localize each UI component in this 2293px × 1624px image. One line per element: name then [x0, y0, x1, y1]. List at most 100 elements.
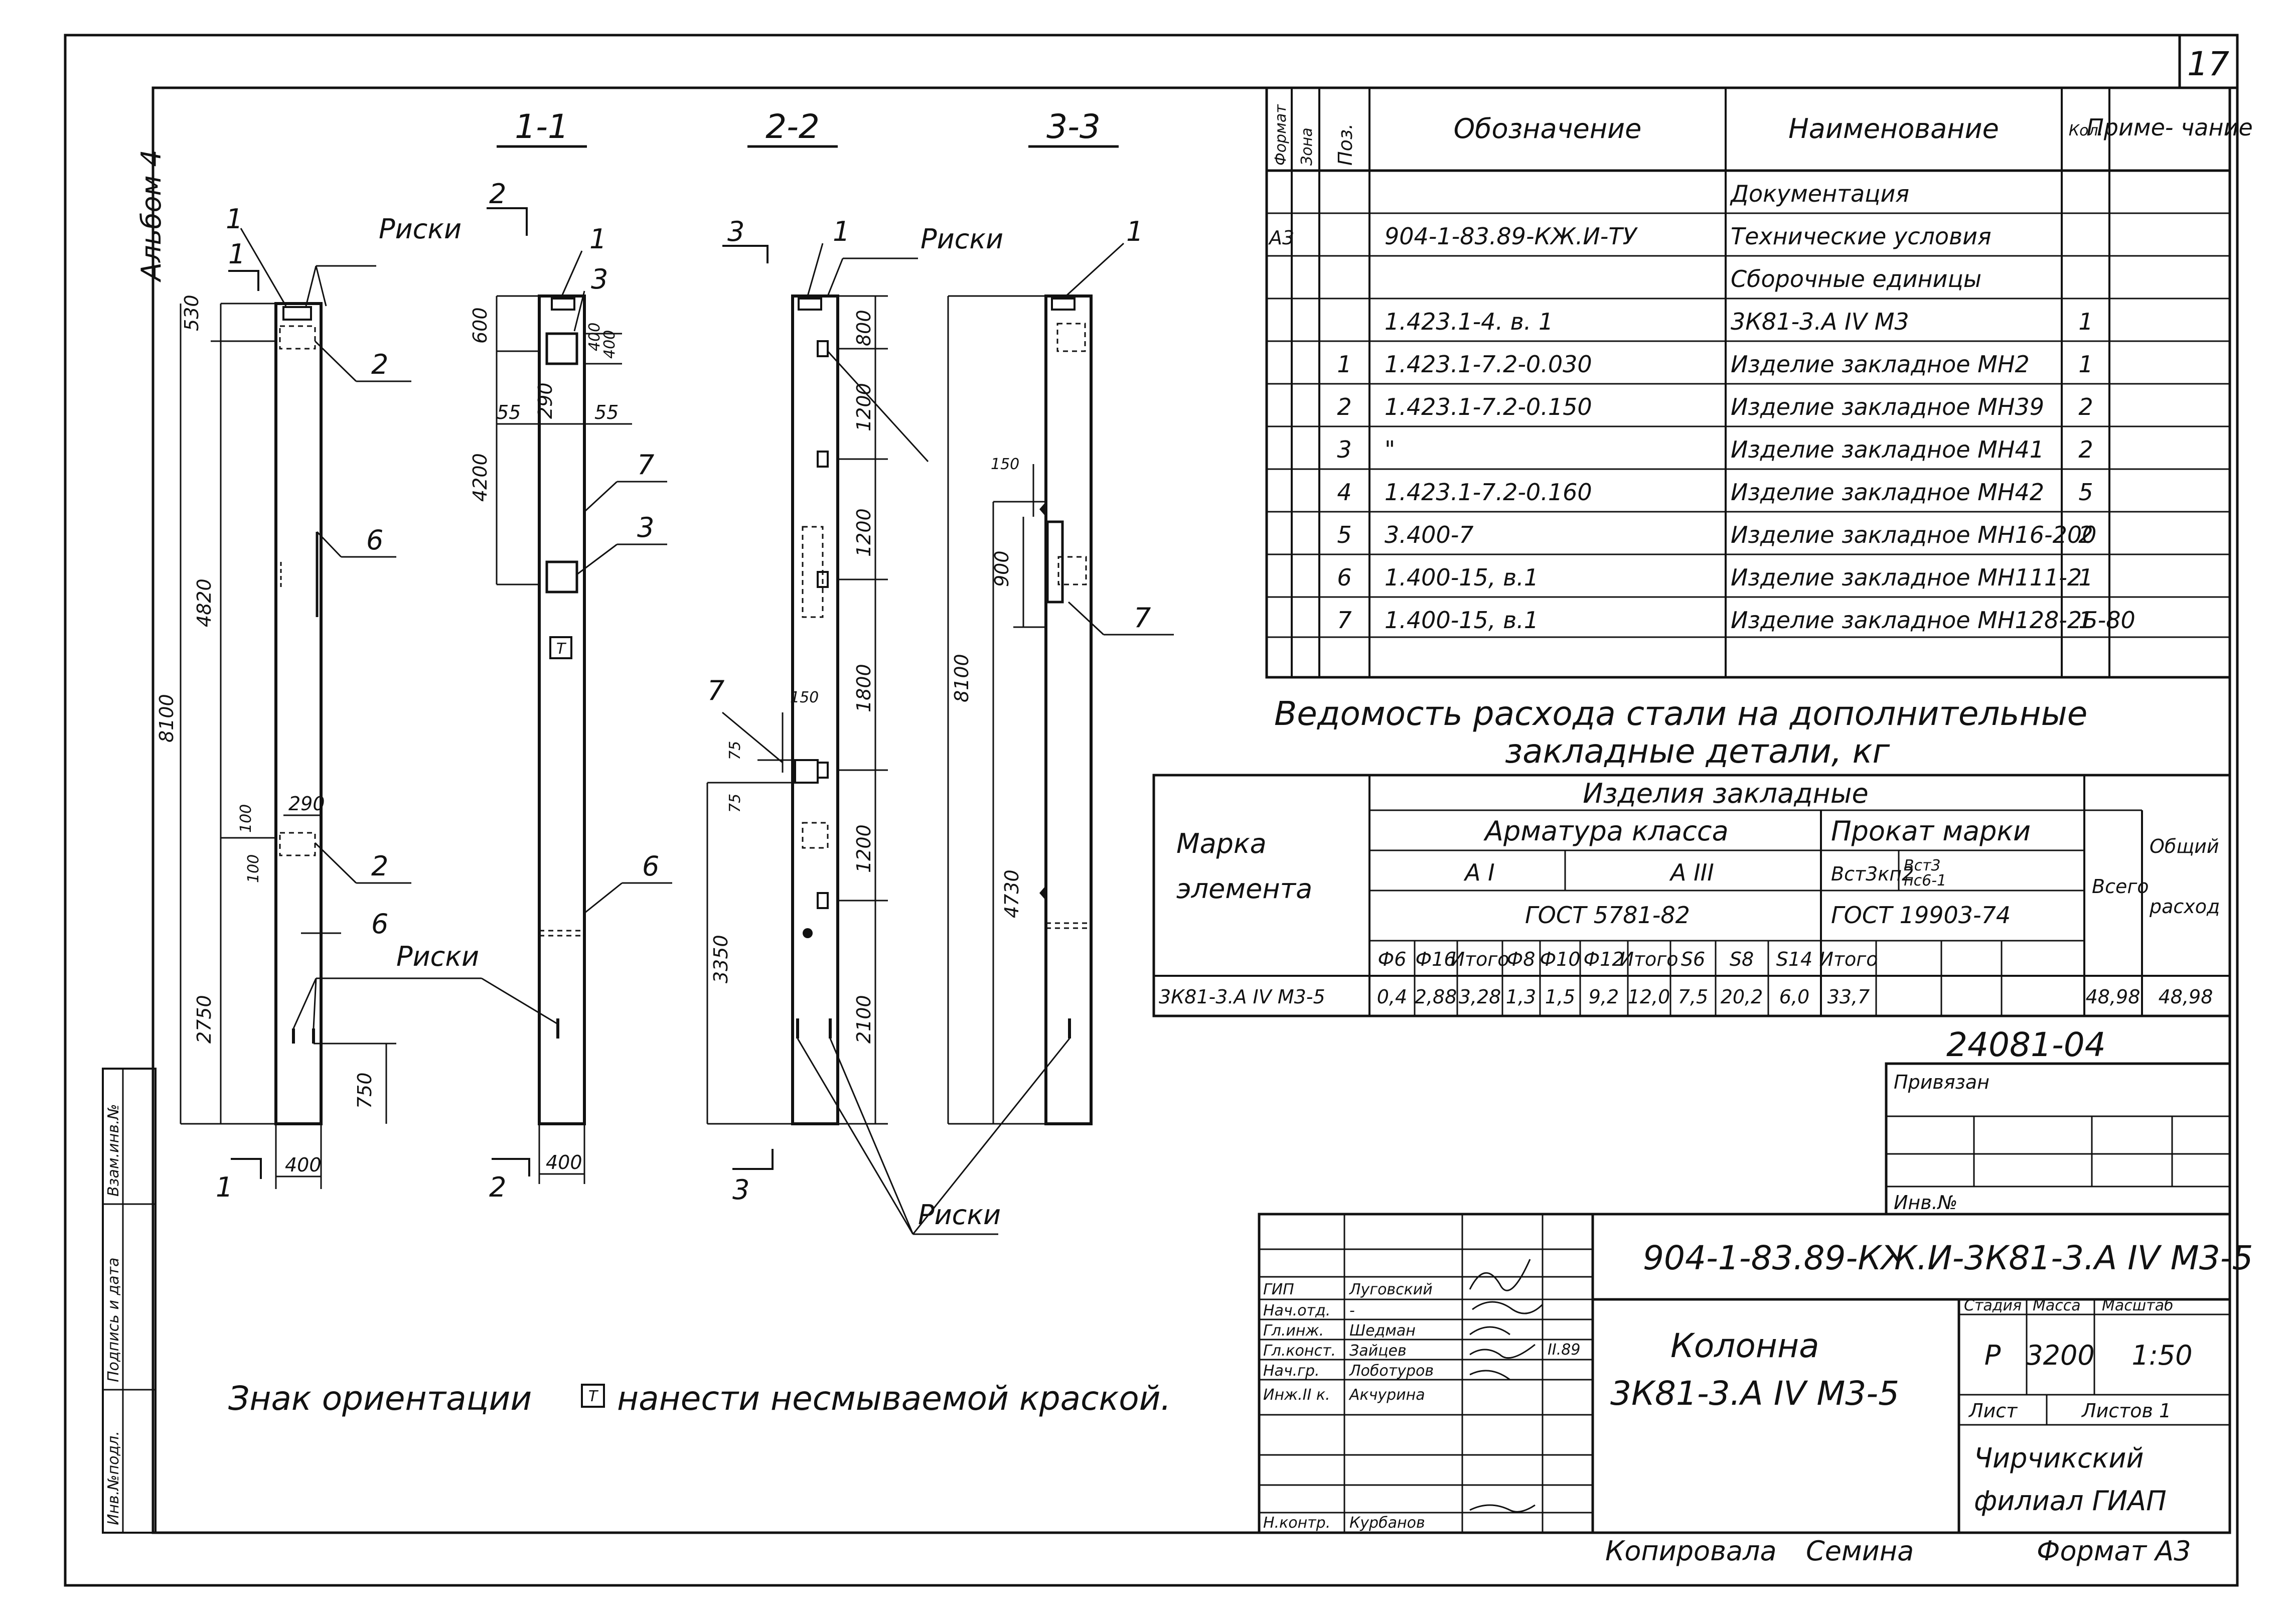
section-mark-1-top: 1 [228, 238, 245, 270]
risks-label-c3-bottom: Риски [918, 1199, 1001, 1231]
dim-1200b: 1200 [853, 508, 875, 557]
sheet-number-box: 17 [2178, 34, 2239, 89]
embed-dot [803, 928, 813, 938]
signature-2 [1469, 1326, 1536, 1381]
dim-55b: 55 [594, 401, 619, 423]
steel-mark-head-1: Марка [1176, 828, 1267, 859]
title-name-1: Колонна [1670, 1326, 1819, 1365]
marker-3-c2-top: 3 [591, 263, 608, 295]
dim-150-c3b: 150 [991, 456, 1019, 473]
steel-col-head: Итого [1619, 948, 1678, 970]
steel-value-cell: 0,4 [1377, 986, 1407, 1008]
title-org-1: Чирчикский [1974, 1442, 2144, 1474]
spec-cell-name: Изделие закладное МН16-200 [1731, 521, 2096, 548]
steel-col-head: S6 [1681, 948, 1705, 970]
spec-cell-name: 3К81-3.А IV М3 [1731, 308, 1909, 335]
spec-head-zone: Зона [1298, 127, 1316, 166]
spec-cell-name: Сборочные единицы [1731, 265, 1981, 292]
steel-value-cell: 2,88 [1415, 986, 1457, 1008]
marker-1-c3b: 1 [1126, 216, 1143, 247]
steel-title-2: закладные детали, кг [1505, 732, 1890, 771]
steel-value-cell: 33,7 [1827, 986, 1870, 1008]
staff-role: Н.контр. [1263, 1514, 1330, 1532]
dim-3350: 3350 [710, 935, 732, 983]
spec-cell-qty: 1 [2078, 351, 2093, 378]
spec-cell-name: Изделие закладное МН128-2Б-80 [1731, 607, 2135, 634]
section-mark-2-top: 2 [489, 178, 506, 210]
steel-col-head: Итого [1450, 948, 1509, 970]
dim-400-c1: 400 [285, 1154, 322, 1176]
dim-150-c3: 150 [790, 689, 819, 706]
title-lists: Листов 1 [2081, 1400, 2171, 1422]
steel-col-head: S14 [1776, 948, 1812, 970]
spec-cell-designation: 1.423.1-7.2-0.160 [1385, 479, 1592, 506]
risks-label-c3-top: Риски [921, 223, 1003, 255]
dim-1800: 1800 [853, 664, 875, 712]
spec-cell-pos: 2 [1337, 393, 1351, 420]
steel-izd-head: Изделия закладные [1583, 778, 1868, 809]
title-org-2: филиал ГИАП [1974, 1485, 2167, 1517]
spec-cell-qty: 5 [2078, 479, 2093, 506]
staff-name: Зайцев [1349, 1342, 1407, 1360]
steel-common-head-2: расход [2149, 896, 2220, 918]
spec-cell-qty: 2 [2078, 436, 2093, 463]
steel-value-cell: 48,98 [2159, 986, 2213, 1008]
dim-800: 800 [853, 310, 875, 346]
spec-cell-name: Технические условия [1731, 223, 1992, 250]
dim-400-c2: 400 [546, 1151, 582, 1173]
spec-cell-designation: 1.423.1-7.2-0.030 [1385, 351, 1592, 378]
staff-role: ГИП [1263, 1281, 1294, 1298]
marker-5-c2: 6 [642, 850, 659, 882]
spec-head-format: Формат [1272, 104, 1290, 166]
title-mass: 3200 [2026, 1340, 2094, 1371]
staff-name: Луговский [1349, 1281, 1433, 1298]
title-code: 904-1-83.89-КЖ.И-3К81-3.А IV М3-5 [1643, 1239, 2253, 1277]
dim-100a: 100 [237, 804, 255, 833]
title-stage-head: Стадия [1964, 1297, 2022, 1314]
steel-gost2: ГОСТ 19903-74 [1831, 902, 2011, 929]
steel-vst: Вст3кп2 [1831, 863, 1914, 885]
signature-3 [1469, 1504, 1536, 1513]
side-label-vzam: Взам.инв.№ [105, 1104, 122, 1197]
title-scale: 1:50 [2131, 1340, 2192, 1371]
steel-total-head: Всего [2092, 875, 2149, 898]
staff-role: Нач.гр. [1263, 1362, 1320, 1380]
spec-cell-designation: 1.423.1-4. в. 1 [1385, 308, 1553, 335]
spec-cell-pos: 5 [1337, 521, 1351, 548]
steel-mark-head-2: элемента [1176, 873, 1312, 905]
risks-label-c1-bottom: Риски [396, 941, 479, 972]
orientation-mark-c2: Т [556, 640, 567, 658]
spec-cell-format: А3 [1268, 227, 1294, 249]
footer-copier: Семина [1806, 1535, 1914, 1567]
section-mark-3-bottom: 3 [732, 1174, 749, 1206]
column-view-2: Т 2 2 600 4200 400 400 55 290 55 400 1 3 [469, 178, 672, 1203]
steel-value-cell: 6,0 [1779, 986, 1809, 1008]
inv-label: Инв.№ [1894, 1192, 1957, 1214]
spec-cell-pos: 6 [1337, 564, 1351, 591]
footer-copied: Копировала [1605, 1535, 1777, 1567]
side-stamp: Взам.инв.№ Подпись и дата Инв.№подл. [102, 1068, 157, 1534]
steel-value-cell: 3,28 [1459, 986, 1501, 1008]
spec-cell-name: Изделие закладное МН2 [1731, 351, 2030, 378]
staff-role: Гл.инж. [1263, 1322, 1324, 1340]
spec-cell-name: Документация [1730, 180, 1909, 207]
steel-value-cell: 7,5 [1678, 986, 1708, 1008]
steel-value-cell: 48,98 [2086, 986, 2141, 1008]
marker-1-c1: 1 [226, 203, 243, 235]
spec-cell-pos: 3 [1337, 436, 1351, 463]
column-view-3b: 8100 4730 150 900 1 7 Риски [797, 216, 1174, 1235]
spec-cell-designation: " [1385, 436, 1395, 463]
steel-value-cell: 12,0 [1628, 986, 1670, 1008]
title-list: Лист [1968, 1400, 2018, 1422]
dim-4820: 4820 [193, 578, 215, 627]
steel-gost1: ГОСТ 5781-82 [1525, 902, 1690, 929]
spec-table: Формат Зона Поз. Обозначение Наименовани… [1265, 86, 2253, 679]
dim-8100-c3: 8100 [951, 654, 973, 702]
steel-col-head: Ф16 [1415, 948, 1456, 970]
marker-2-c1-bottom: 2 [371, 850, 388, 882]
spec-cell-pos: 4 [1337, 479, 1351, 506]
column-view-1: 1 1 530 4820 8100 290 100 100 2750 750 4… [156, 203, 557, 1203]
dim-75b: 75 [726, 794, 744, 813]
